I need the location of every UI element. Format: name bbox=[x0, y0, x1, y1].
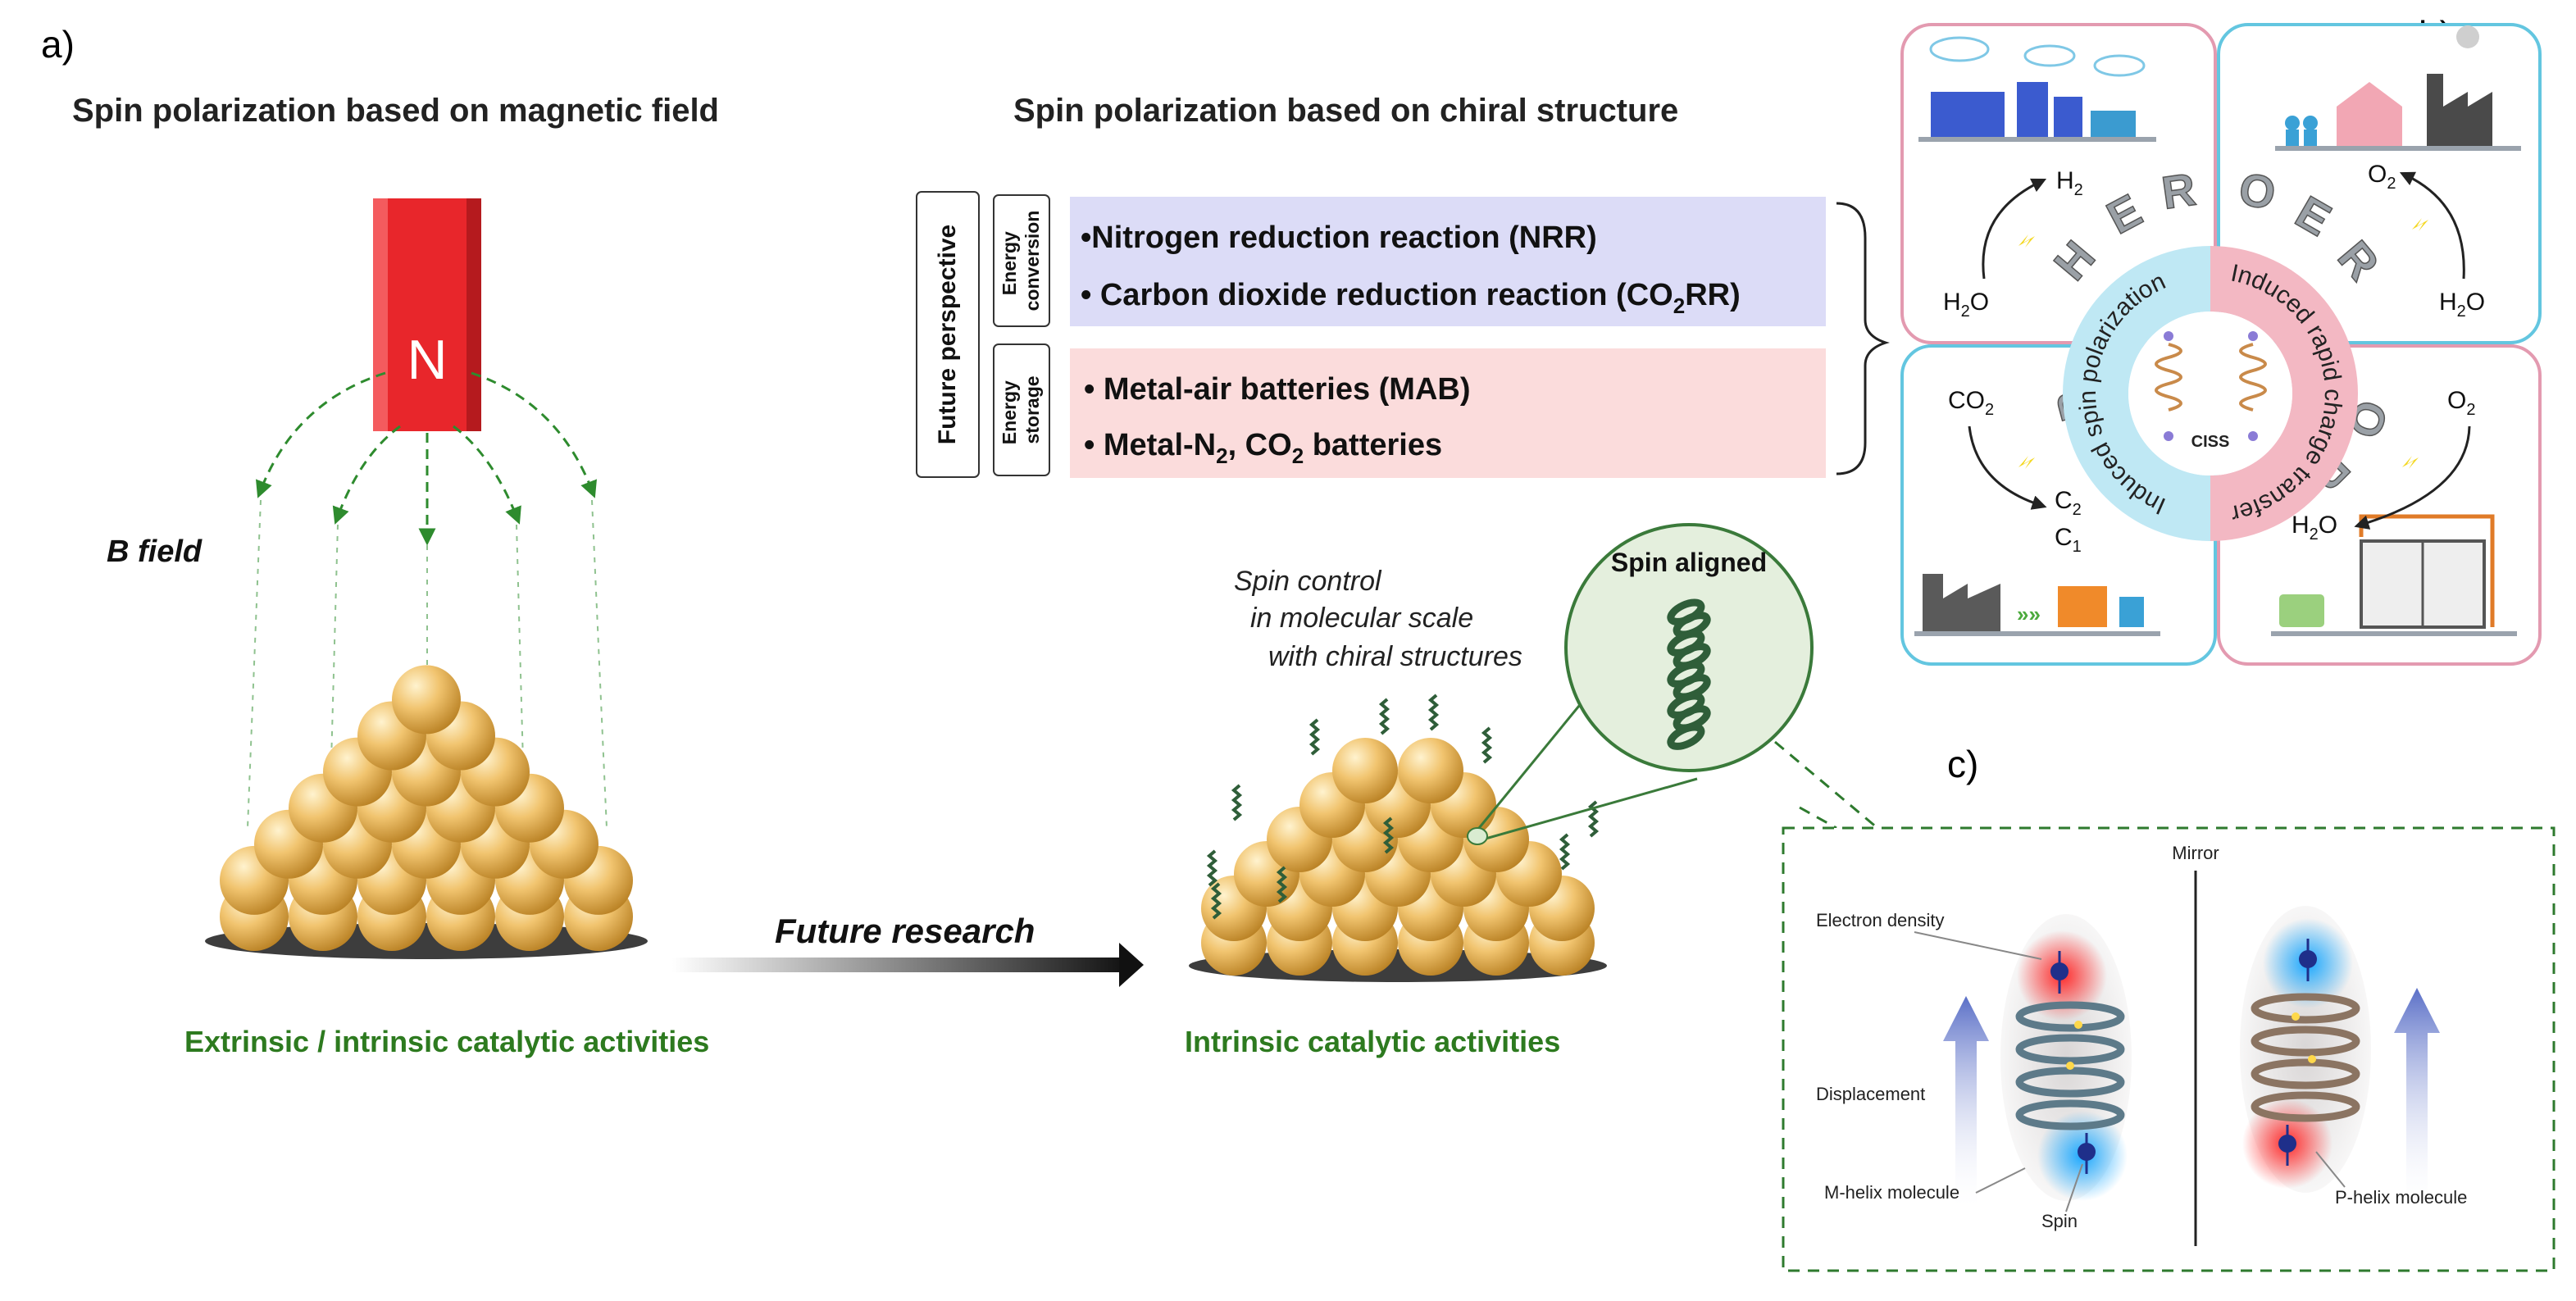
spin-label: Spin bbox=[2041, 1211, 2078, 1231]
chiral-molecule bbox=[1481, 726, 1493, 764]
chiral-molecule bbox=[1231, 784, 1243, 821]
svg-text:R: R bbox=[2159, 163, 2199, 219]
zoom-dashes-c bbox=[1774, 740, 1878, 830]
chiral-molecule bbox=[1559, 833, 1571, 871]
magnet: N bbox=[373, 198, 481, 431]
chiral-molecule bbox=[1308, 718, 1321, 756]
future-perspective-label: Future perspective bbox=[934, 225, 961, 444]
displacement-label: Displacement bbox=[1816, 1084, 1925, 1104]
panel-c-label: c) bbox=[1947, 743, 1978, 785]
chiral-molecule bbox=[1427, 694, 1440, 731]
chiral-molecule bbox=[1206, 849, 1218, 887]
nanoparticle bbox=[1332, 738, 1398, 803]
future-research-label: Future research bbox=[775, 912, 1035, 950]
svg-text:H2: H2 bbox=[2056, 167, 2083, 199]
item-metal-n2: • Metal-N2, CO2 batteries bbox=[1084, 428, 1442, 468]
nanoparticle-pile-left bbox=[220, 665, 633, 951]
spin-control-text: Spin control in molecular scale with chi… bbox=[1234, 566, 1522, 672]
item-co2rr: • Carbon dioxide reduction reaction (CO2… bbox=[1081, 278, 1741, 318]
p-helix-label: P-helix molecule bbox=[2335, 1187, 2467, 1208]
her-city-icon bbox=[1918, 36, 2156, 142]
m-helix-label: M-helix molecule bbox=[1824, 1182, 1959, 1203]
svg-text:H2O: H2O bbox=[2439, 289, 2485, 321]
energy-conversion-label: Energy conversion bbox=[999, 211, 1043, 312]
storage-band bbox=[1070, 348, 1826, 478]
ciss-helices bbox=[2155, 331, 2267, 441]
chiral-molecule bbox=[1210, 882, 1222, 920]
electron-density-label: Electron density bbox=[1816, 910, 1945, 930]
orr-reaction: O2 H2O bbox=[2292, 387, 2475, 544]
item-mab: • Metal-air batteries (MAB) bbox=[1084, 372, 1471, 407]
magnet-letter: N bbox=[407, 329, 447, 391]
nanoparticle-pile-right bbox=[1201, 738, 1595, 976]
b-field-label: B field bbox=[107, 535, 203, 569]
co2rr-reaction: CO2 C2 C1 bbox=[1948, 387, 2082, 556]
svg-text:C1: C1 bbox=[2055, 524, 2082, 556]
svg-text:»»: »» bbox=[2017, 602, 2041, 626]
ciss-label: CISS bbox=[2191, 433, 2230, 451]
magnetic-field-lines bbox=[256, 371, 597, 546]
oer-reaction: O2 H2O bbox=[2368, 161, 2485, 321]
m-helix-figure bbox=[1943, 914, 2132, 1213]
svg-text:H2O: H2O bbox=[2292, 512, 2337, 544]
c-left-labels: Electron density Displacement M-helix mo… bbox=[1816, 910, 2083, 1231]
field-lines-down bbox=[247, 499, 608, 829]
chiral-molecule bbox=[1378, 698, 1390, 735]
right-caption: Intrinsic catalytic activities bbox=[1185, 1025, 1560, 1058]
svg-text:O2: O2 bbox=[2368, 161, 2396, 193]
chiral-molecule bbox=[1276, 866, 1288, 903]
svg-text:C2: C2 bbox=[2055, 487, 2082, 519]
nanoparticle bbox=[1398, 738, 1463, 803]
panel-a-label: a) bbox=[41, 23, 75, 66]
helix-turn bbox=[1667, 723, 1705, 750]
energy-storage-label: Energy storage bbox=[999, 375, 1043, 444]
svg-text:CO2: CO2 bbox=[1948, 387, 1994, 419]
future-research-arrow bbox=[672, 943, 1144, 987]
orr-battery-icon bbox=[2271, 514, 2517, 636]
mirror-label: Mirror bbox=[2172, 843, 2219, 863]
chiral-molecule bbox=[1382, 817, 1395, 854]
zoom-lines bbox=[1474, 696, 1698, 842]
conversion-band bbox=[1070, 197, 1826, 326]
left-title: Spin polarization based on magnetic fiel… bbox=[72, 93, 719, 129]
zoom-spot bbox=[1467, 827, 1488, 845]
future-perspective-box: Future perspective Energy conversion Ene… bbox=[916, 191, 1890, 478]
spin-aligned-label: Spin aligned bbox=[1611, 548, 1767, 577]
svg-text:O2: O2 bbox=[2447, 387, 2475, 419]
oer-home-factory-icon bbox=[2275, 25, 2521, 151]
co2rr-factory-lab-icon: »» bbox=[1914, 574, 2160, 636]
left-caption: Extrinsic / intrinsic catalytic activiti… bbox=[184, 1025, 709, 1058]
curly-brace bbox=[1836, 202, 1890, 475]
ciss-ring bbox=[2063, 246, 2358, 541]
chiral-helix-molecule bbox=[1667, 598, 1711, 750]
p-helix-pointer bbox=[2315, 1151, 2346, 1188]
nanoparticle bbox=[392, 665, 461, 735]
svg-text:H2O: H2O bbox=[1943, 289, 1989, 321]
right-title: Spin polarization based on chiral struct… bbox=[1013, 93, 1678, 129]
p-helix-figure bbox=[2240, 906, 2440, 1213]
her-reaction: H2 H2O bbox=[1943, 167, 2083, 321]
item-nrr: •Nitrogen reduction reaction (NRR) bbox=[1081, 221, 1597, 255]
